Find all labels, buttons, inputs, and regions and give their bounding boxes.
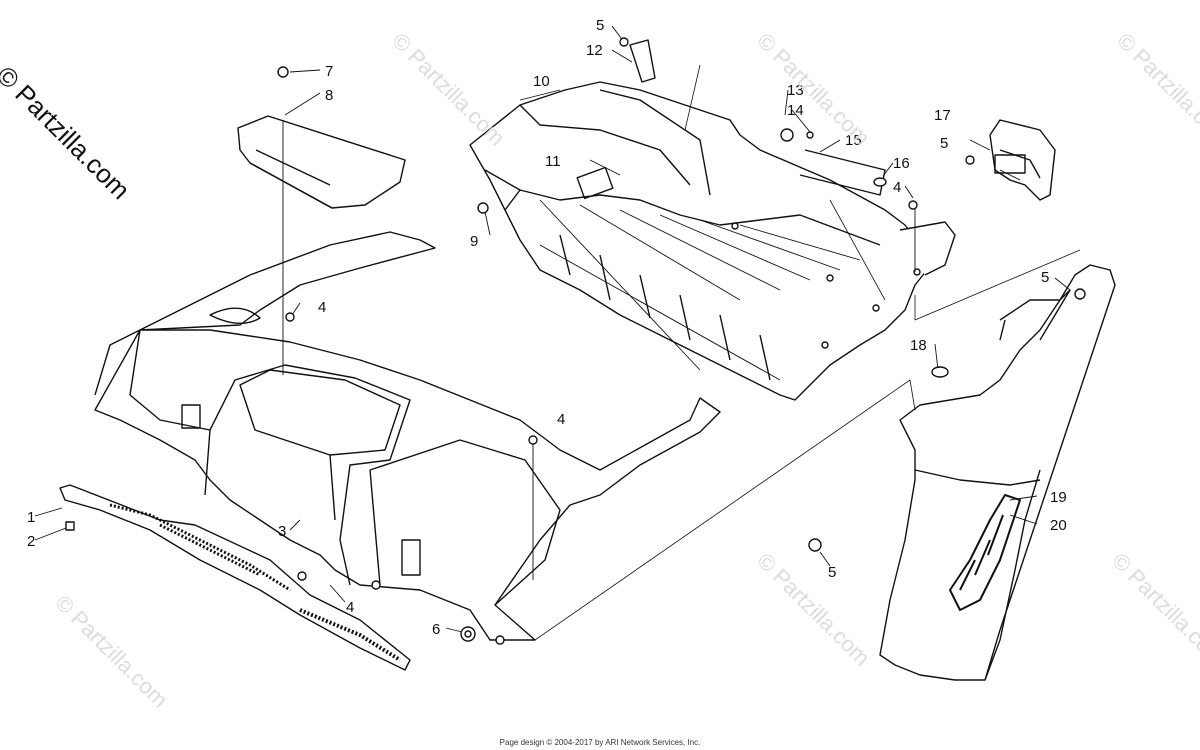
bracket-part: [629, 39, 656, 83]
side-panel-part: [879, 264, 1116, 681]
callout-18: 18: [910, 337, 927, 354]
boundary-lines: [534, 64, 1081, 641]
callout-12: 12: [586, 42, 603, 59]
callout-5-latch: 5: [940, 135, 948, 152]
lid-panel-part: [237, 115, 406, 209]
page-footer: Page design © 2004-2017 by ARI Network S…: [499, 738, 701, 747]
callout-4-tub: 4: [893, 179, 901, 196]
callout-5-bottom: 5: [828, 564, 836, 581]
callout-10: 10: [533, 73, 550, 90]
fasteners: [277, 37, 1086, 645]
callout-11: 11: [545, 153, 561, 170]
callout-17: 17: [934, 107, 951, 124]
callout-14: 14: [787, 102, 804, 119]
callout-4-right: 4: [557, 411, 565, 428]
callout-4-console: 4: [318, 299, 326, 316]
storage-tub-part: [469, 81, 956, 401]
callout-5-top: 5: [596, 17, 604, 34]
callout-5-side: 5: [1041, 269, 1049, 286]
latch-part: [989, 119, 1056, 201]
leader-lines: [34, 25, 1071, 633]
callout-8: 8: [325, 87, 333, 104]
callout-6: 6: [432, 621, 440, 638]
callout-7: 7: [325, 63, 333, 80]
grille-panel-part: [59, 484, 411, 671]
callout-20: 20: [1050, 517, 1067, 534]
callout-16: 16: [893, 155, 910, 172]
callout-4-bottom: 4: [346, 599, 354, 616]
callout-9: 9: [470, 233, 478, 250]
callout-3: 3: [278, 523, 286, 540]
callout-1: 1: [27, 509, 35, 526]
rear-body-part: [94, 231, 721, 641]
callout-13: 13: [787, 82, 804, 99]
callout-labels: 7 8 5 12 10 11 13 14 15 16 4 17 5 5 18 1…: [27, 17, 1067, 638]
callout-2: 2: [27, 533, 35, 550]
callout-15: 15: [845, 132, 862, 149]
callout-19: 19: [1050, 489, 1067, 506]
